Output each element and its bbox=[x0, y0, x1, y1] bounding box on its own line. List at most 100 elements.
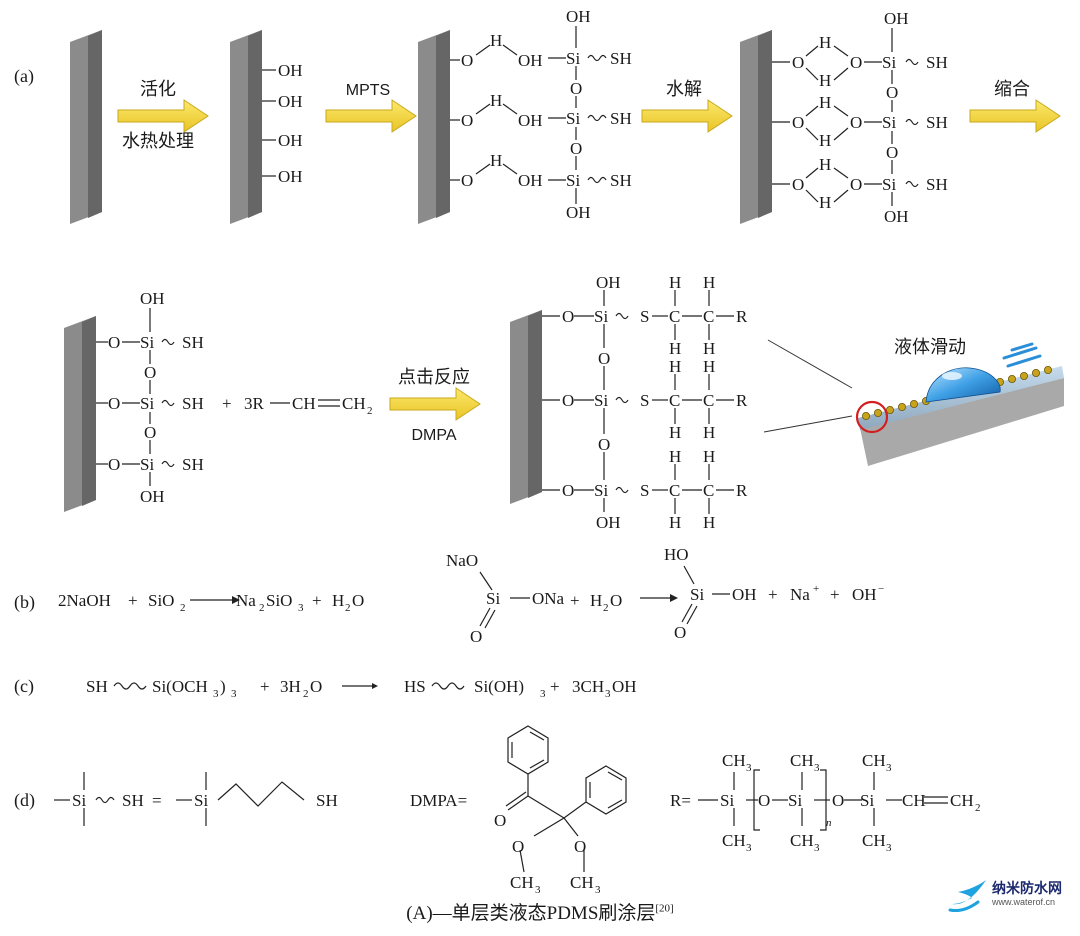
atom-h: H bbox=[703, 357, 715, 376]
dmpa-ch3-sub: 3 bbox=[535, 884, 541, 896]
group-sh: SH bbox=[926, 175, 948, 194]
substrate-wall-2 bbox=[230, 30, 276, 224]
eq-c-sub3: 3 bbox=[540, 688, 546, 700]
atom-o: O bbox=[562, 481, 574, 500]
atom-h: H bbox=[669, 339, 681, 358]
plus-sign: + bbox=[260, 677, 270, 696]
dmpa-ch3: CH bbox=[570, 873, 594, 892]
panel-label-c: (c) bbox=[14, 676, 34, 697]
pdms-ch3: CH bbox=[722, 751, 746, 770]
arrow-label-hydrothermal: 水热处理 bbox=[122, 131, 194, 151]
arrow-label-dmpa: DMPA bbox=[411, 427, 456, 444]
substrate-wall-5 bbox=[64, 316, 96, 512]
caption-text: (A)—单层类液态PDMS刷涂层 bbox=[406, 903, 656, 924]
group-oh: OH bbox=[518, 51, 543, 70]
watermark-url: www.waterof.cn bbox=[992, 897, 1056, 907]
atom-o: O bbox=[108, 455, 120, 474]
atom-o: O bbox=[461, 111, 473, 130]
atom-o: O bbox=[144, 423, 156, 442]
eq-c-sh: SH bbox=[86, 677, 108, 696]
eq-b-nao: NaO bbox=[446, 551, 478, 570]
atom-s: S bbox=[640, 481, 649, 500]
siloxane-layer bbox=[96, 308, 175, 486]
watermark-logo: 纳米防水网 www.waterof.cn bbox=[948, 874, 1076, 914]
atom-h: H bbox=[819, 131, 831, 150]
group-sh: SH bbox=[926, 53, 948, 72]
atom-c: C bbox=[703, 391, 714, 410]
atom-o: O bbox=[562, 391, 574, 410]
eq-b-sio3-sub: 3 bbox=[298, 602, 304, 614]
panel-label-a: (a) bbox=[14, 66, 34, 87]
r-label: R= bbox=[670, 791, 691, 810]
group-sh: SH bbox=[610, 109, 632, 128]
eq-b-ho: HO bbox=[664, 545, 689, 564]
eq-b-oh-ion: OH bbox=[852, 585, 877, 604]
eq-c-water-sub: 2 bbox=[303, 688, 309, 700]
atom-o: O bbox=[570, 139, 582, 158]
dmpa-label: DMPA= bbox=[410, 791, 467, 810]
surface-hydroxyl: OH bbox=[278, 167, 303, 186]
atom-o: O bbox=[792, 53, 804, 72]
panel-label-b: (b) bbox=[14, 592, 35, 613]
group-sh: SH bbox=[610, 171, 632, 190]
atom-h: H bbox=[669, 423, 681, 442]
group-r: R bbox=[736, 481, 748, 500]
hbond-mpts-layer bbox=[450, 26, 607, 204]
eq-c-close: ) bbox=[220, 677, 226, 696]
eq-b-h: H bbox=[332, 591, 344, 610]
eq-c-si-och3: Si(OCH bbox=[152, 677, 208, 696]
atom-o: O bbox=[461, 51, 473, 70]
group-oh: OH bbox=[518, 171, 543, 190]
vinyl-reagent-coef: 3R bbox=[244, 394, 265, 413]
atom-h: H bbox=[703, 339, 715, 358]
group-r: R bbox=[736, 391, 748, 410]
group-oh: OH bbox=[518, 111, 543, 130]
atom-o: O bbox=[512, 837, 524, 856]
vinyl-ch2: CH bbox=[342, 394, 366, 413]
substrate-wall-3 bbox=[418, 30, 450, 224]
atom-o: O bbox=[850, 113, 862, 132]
zoom-line-bottom bbox=[763, 415, 853, 433]
group-oh: OH bbox=[140, 487, 165, 506]
atom-si: Si bbox=[140, 455, 154, 474]
group-oh: OH bbox=[140, 289, 165, 308]
group-oh: OH bbox=[884, 207, 909, 226]
atom-si: Si bbox=[860, 791, 874, 810]
atom-o: O bbox=[562, 307, 574, 326]
atom-o: O bbox=[108, 333, 120, 352]
atom-c: C bbox=[703, 307, 714, 326]
pdms-ch3-sub: 3 bbox=[814, 842, 820, 854]
eq-c-meoh-sub: 3 bbox=[605, 688, 611, 700]
atom-h: H bbox=[669, 357, 681, 376]
sliding-droplet-illustration bbox=[855, 342, 1064, 466]
atom-c: C bbox=[703, 481, 714, 500]
atom-o: O bbox=[792, 113, 804, 132]
atom-o: O bbox=[598, 349, 610, 368]
reaction-arrow-b1 bbox=[190, 596, 240, 604]
sodium-silicate-structure bbox=[479, 571, 530, 629]
atom-h: H bbox=[669, 447, 681, 466]
atom-si: Si bbox=[566, 109, 580, 128]
dmpa-structure bbox=[505, 725, 627, 873]
atom-h: H bbox=[703, 423, 715, 442]
arrow-label-hydrolysis: 水解 bbox=[666, 79, 702, 99]
arrow-label-click: 点击反应 bbox=[398, 367, 470, 387]
eq-b-water-sub: 2 bbox=[603, 602, 609, 614]
figure-caption: (A)—单层类液态PDMS刷涂层[20] bbox=[0, 898, 1080, 925]
pdms-ch3-sub: 3 bbox=[746, 762, 752, 774]
arrow-click-reaction bbox=[389, 387, 481, 421]
eq-c-water: 3H bbox=[280, 677, 301, 696]
grafted-product-layer bbox=[542, 290, 734, 514]
dmpa-ch3: CH bbox=[510, 873, 534, 892]
atom-o: O bbox=[461, 171, 473, 190]
atom-c: C bbox=[669, 391, 680, 410]
atom-o: O bbox=[570, 79, 582, 98]
atom-si: Si bbox=[882, 53, 896, 72]
atom-h: H bbox=[703, 447, 715, 466]
eq-b-sio2: SiO bbox=[148, 591, 174, 610]
pdms-ch3-sub: 3 bbox=[886, 842, 892, 854]
eq-c-meoh: 3CH bbox=[572, 677, 604, 696]
atom-si: Si bbox=[140, 394, 154, 413]
atom-h: H bbox=[703, 273, 715, 292]
